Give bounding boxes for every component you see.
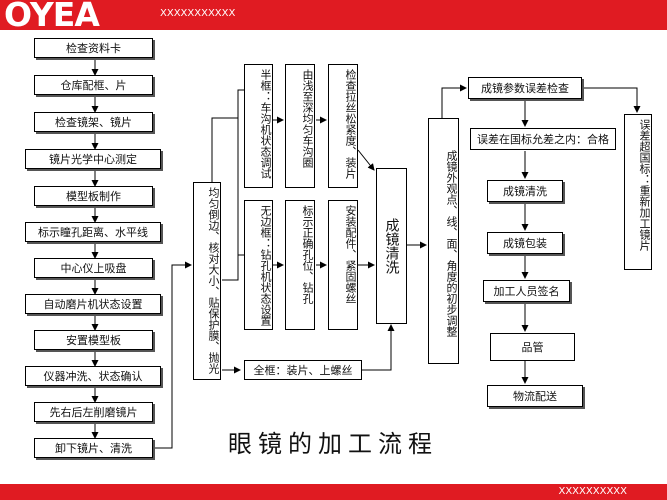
step-final-clean: 成镜清洗 bbox=[487, 180, 563, 202]
step-exceed-tolerance: 误差超国标：重新加工镜片 bbox=[624, 114, 652, 270]
step-suction-cup: 中心仪上吸盘 bbox=[34, 258, 153, 278]
step-finished-cleaning: 成镜清洗 bbox=[376, 168, 407, 324]
step-check-data-card: 检查资料卡 bbox=[34, 38, 153, 58]
step-template-making: 模型板制作 bbox=[34, 186, 153, 206]
step-param-check: 成镜参数误差检查 bbox=[468, 77, 582, 99]
step-rimless-fit-parts: 安装配件、紧固螺丝 bbox=[328, 200, 358, 330]
step-grind-lenses: 先右后左削磨镜片 bbox=[34, 402, 153, 422]
step-check-frame-lens: 检查镜架、镜片 bbox=[34, 112, 153, 132]
footer-tag: XXXXXXXXXX bbox=[558, 486, 627, 497]
step-appearance-adjust: 成镜外观点、线、面、角度的初步调整 bbox=[428, 118, 459, 364]
step-rimless-drill-setup: 无边框：钻孔机状态设置 bbox=[244, 200, 273, 330]
step-place-template: 安置模型板 bbox=[34, 330, 153, 350]
footer-bar: XXXXXXXXXX bbox=[0, 484, 667, 500]
header-tag: XXXXXXXXXXX bbox=[160, 8, 236, 19]
page-title: 眼镜的加工流程 bbox=[228, 430, 438, 458]
step-final-pack: 成镜包装 bbox=[487, 232, 563, 254]
step-warehouse-frame: 仓库配框、片 bbox=[34, 75, 153, 95]
step-logistics: 物流配送 bbox=[487, 385, 583, 407]
header-bar: OYEA XXXXXXXXXXX bbox=[0, 0, 667, 34]
step-within-tolerance: 误差在国标允差之内：合格 bbox=[470, 128, 616, 150]
step-edger-setup: 自动磨片机状态设置 bbox=[25, 294, 161, 314]
brand-logo: OYEA bbox=[4, 0, 100, 34]
step-unload-clean: 卸下镜片、清洗 bbox=[34, 438, 153, 458]
step-full-frame: 全框：装片、上螺丝 bbox=[244, 360, 362, 380]
step-uniform-bevel: 均匀倒边、核对大小、贴保护膜、抛光 bbox=[193, 182, 221, 380]
step-quality-control: 品管 bbox=[490, 333, 575, 361]
step-rimless-mark-drill: 标示正确孔位、钻孔 bbox=[285, 200, 315, 330]
step-rinse-check: 仪器冲洗、状态确认 bbox=[25, 366, 161, 386]
step-half-groove: 由浅至深均匀车沟圈 bbox=[285, 64, 315, 188]
step-optical-center: 镜片光学中心测定 bbox=[25, 149, 161, 169]
step-mark-pupil: 标示瞳孔距离、水平线 bbox=[25, 222, 161, 242]
step-half-frame-setup: 半框：车沟机状态调试 bbox=[244, 64, 273, 188]
step-half-check-wire: 检查拉丝松紧度、装片 bbox=[328, 64, 358, 188]
step-worker-sign: 加工人员签名 bbox=[483, 280, 570, 302]
